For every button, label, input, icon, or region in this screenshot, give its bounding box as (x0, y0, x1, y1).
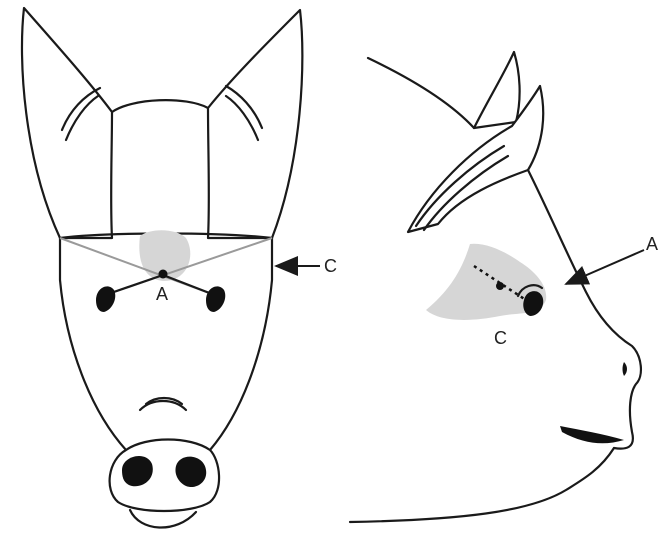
front-left-ear (22, 8, 112, 238)
side-neck-line (368, 58, 474, 128)
side-face-profile (528, 170, 641, 449)
side-mouth (560, 426, 624, 443)
front-guide-line-right-dark (163, 275, 212, 294)
side-back-ear (474, 52, 520, 128)
side-nostril (623, 362, 628, 376)
side-stun-point (496, 282, 504, 290)
front-label-a: A (156, 284, 168, 304)
side-jaw (350, 448, 614, 522)
front-guide-line-left-dark (108, 275, 163, 294)
side-label-c: C (494, 328, 507, 348)
front-right-ear (208, 10, 302, 238)
front-right-eye (206, 286, 225, 312)
side-label-a: A (646, 234, 658, 254)
front-poll-outline (112, 100, 208, 112)
front-chin (130, 510, 196, 528)
front-stun-point (159, 270, 168, 279)
side-view: C A (350, 52, 658, 522)
side-arrow-a (566, 250, 644, 284)
front-left-eye (96, 286, 115, 312)
front-view: A C (22, 8, 337, 528)
front-label-c: C (324, 256, 337, 276)
